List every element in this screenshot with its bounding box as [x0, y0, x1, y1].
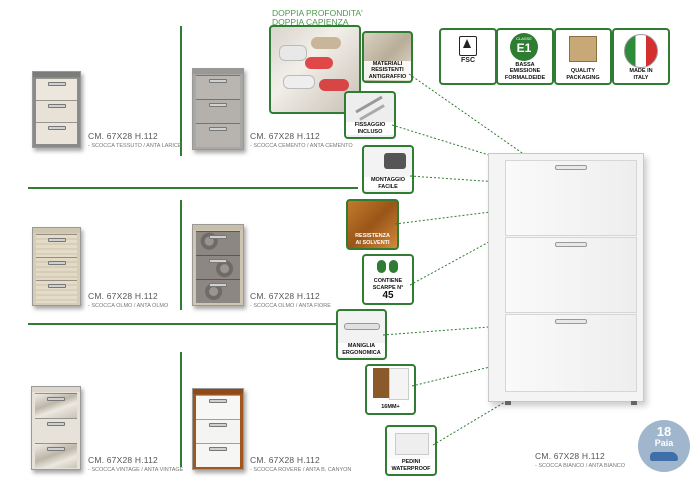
header-title: DOPPIA PROFONDITA' DOPPIA CAPIENZA: [272, 9, 363, 27]
e1-badge-main: E1: [516, 41, 532, 55]
badge-unit: Paia: [654, 438, 674, 448]
feature-label: FACILE: [378, 183, 398, 190]
divider-horizontal-top: [28, 187, 358, 189]
feature-label: AI SOLVENTI: [355, 239, 390, 246]
feature-label: CONTIENE: [373, 278, 403, 284]
e1-badge-icon: CLASSE E1: [510, 33, 538, 61]
capacity-number: 45: [382, 290, 394, 301]
header-line-1: DOPPIA PROFONDITA': [272, 8, 363, 18]
shoe-icon: [650, 452, 678, 461]
product-dims: CM. 67X28 H.112: [88, 455, 158, 465]
feature-label: ERGONOMICA: [342, 349, 381, 356]
product-dims: CM. 67X28 H.112: [88, 291, 158, 301]
feature-label: FISSAGGIO: [354, 122, 386, 128]
badge-number: 18: [656, 424, 672, 439]
divider-horizontal-middle: [28, 323, 358, 325]
feature-label: ANTIGRAFFIO: [368, 73, 407, 80]
product-caption: CM. 67X28 H.112 - SCOCCA BIANCO / ANTA B…: [535, 451, 625, 471]
box-icon: [569, 36, 597, 62]
product-caption: CM. 67X28 H.112 - SCOCCA TESSUTO / ANTA …: [88, 131, 182, 151]
feature-label: WATERPROOF: [391, 465, 431, 472]
divider-vertical-middle: [180, 200, 182, 310]
cabinet-larice-image: [32, 71, 81, 148]
feature-label: MONTAGGIO: [370, 177, 406, 183]
product-dims: CM. 67X28 H.112: [250, 455, 320, 465]
cabinet-bianco-image: [488, 153, 644, 405]
cert-fsc: FSC: [439, 28, 497, 85]
product-dims: CM. 67X28 H.112: [250, 131, 320, 141]
e1-badge-top: CLASSE: [516, 36, 532, 41]
feature-label: MANIGLIA: [347, 343, 376, 349]
product-dims: CM. 67X28 H.112: [535, 451, 605, 461]
cert-packaging: QUALITY PACKAGING: [554, 28, 612, 85]
cert-made-in-italy: MADE IN ITALY: [612, 28, 670, 85]
product-finish: - SCOCCA CEMENTO / ANTA CEMENTO: [250, 143, 353, 149]
product-dims: CM. 67X28 H.112: [88, 131, 158, 141]
cert-label: MADE IN: [629, 68, 653, 74]
feature-label: 16MM+: [381, 403, 400, 410]
cert-label: QUALITY: [570, 68, 596, 74]
cert-label: BASSA: [515, 61, 535, 68]
capacity-badge: 18 Paia: [638, 420, 690, 472]
cert-label: FORMALDEIDE: [504, 74, 546, 81]
feature-materials: MATERIALI RESISTENTI ANTIGRAFFIO: [362, 31, 413, 83]
feature-label: RESISTENZA: [355, 233, 390, 239]
product-caption: CM. 67X28 H.112 - SCOCCA ROVERE / ANTA B…: [250, 455, 351, 475]
product-dims: CM. 67X28 H.112: [250, 291, 320, 301]
feature-label: MATERIALI: [372, 60, 403, 67]
product-caption: CM. 67X28 H.112 - SCOCCA VINTAGE / ANTA …: [88, 455, 183, 475]
product-finish: - SCOCCA OLMO / ANTA FIORE: [250, 303, 331, 309]
product-finish: - SCOCCA TESSUTO / ANTA LARICE: [88, 143, 182, 149]
cabinet-vintage-image: [31, 386, 81, 470]
feature-assembly: MONTAGGIO FACILE: [362, 145, 414, 194]
feature-thickness: 16MM+: [365, 364, 416, 415]
header-line-2: DOPPIA CAPIENZA: [272, 17, 349, 27]
shoe-prints-icon: [377, 260, 399, 274]
product-caption: CM. 67X28 H.112 - SCOCCA OLMO / ANTA FIO…: [250, 291, 331, 311]
feature-label: RESISTENTI: [371, 67, 404, 73]
cabinet-olmo-image: [32, 227, 81, 306]
cert-label: ITALY: [633, 74, 649, 81]
feature-label: INCLUSO: [357, 128, 383, 135]
feature-label: SCARPE N°: [372, 284, 404, 291]
cabinet-canyon-image: [192, 388, 244, 470]
cabinet-cemento-image: [192, 68, 244, 150]
feature-label: PEDINI: [401, 459, 421, 465]
product-caption: CM. 67X28 H.112 - SCOCCA CEMENTO / ANTA …: [250, 131, 353, 151]
product-finish: - SCOCCA ROVERE / ANTA B. CANYON: [250, 467, 352, 473]
feature-capacity: CONTIENE SCARPE N° 45: [362, 254, 414, 305]
product-finish: - SCOCCA OLMO / ANTA OLMO: [88, 303, 169, 309]
product-caption: CM. 67X28 H.112 - SCOCCA OLMO / ANTA OLM…: [88, 291, 168, 311]
tree-icon: [459, 36, 477, 56]
divider-vertical-bottom: [180, 352, 182, 467]
feature-fixing: FISSAGGIO INCLUSO: [344, 91, 396, 139]
divider-vertical-top: [180, 26, 182, 156]
feature-feet: PEDINI WATERPROOF: [385, 425, 437, 476]
cert-e1: CLASSE E1 BASSA EMISSIONE FORMALDEIDE: [496, 28, 554, 85]
cert-label: PACKAGING: [566, 74, 600, 81]
feature-handle: MANIGLIA ERGONOMICA: [336, 309, 387, 360]
product-finish: - SCOCCA BIANCO / ANTA BIANCO: [535, 463, 626, 469]
italy-flag-icon: [624, 34, 658, 68]
fsc-text: FSC: [461, 57, 475, 64]
cabinet-fiore-image: [192, 224, 244, 306]
feature-solvent: RESISTENZA AI SOLVENTI: [346, 199, 399, 250]
cert-label: EMISSIONE: [509, 68, 541, 74]
product-finish: - SCOCCA VINTAGE / ANTA VINTAGE: [88, 467, 184, 473]
